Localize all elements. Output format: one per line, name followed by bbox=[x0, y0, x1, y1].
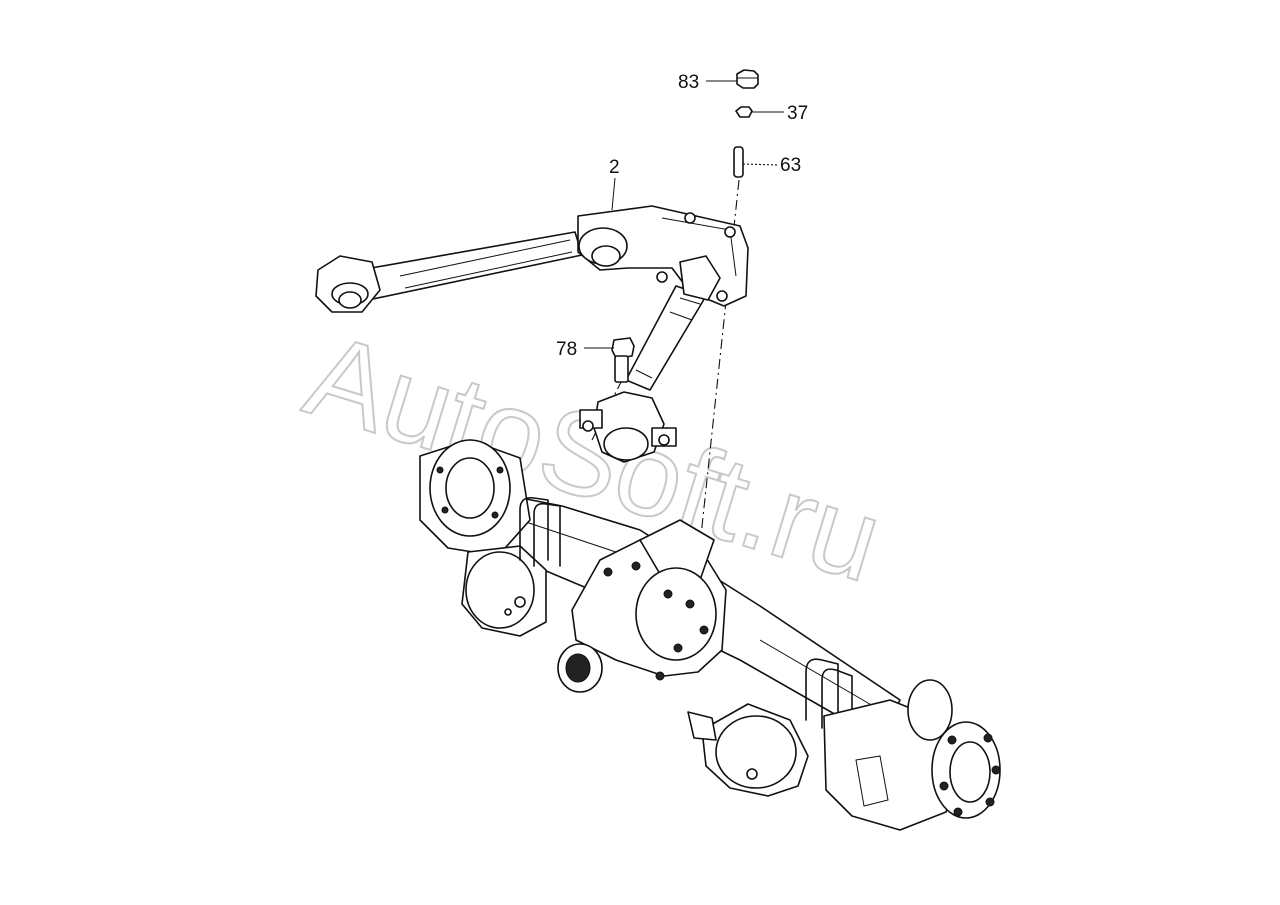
part-63-pin[interactable] bbox=[733, 146, 744, 178]
callout-2: 2 bbox=[609, 157, 620, 178]
part-83-nut[interactable] bbox=[736, 69, 759, 89]
callout-37: 37 bbox=[787, 103, 808, 124]
callout-78: 78 bbox=[556, 339, 577, 360]
part-2-v-stay-arm[interactable] bbox=[315, 205, 749, 463]
callout-83: 83 bbox=[678, 72, 699, 93]
leader-2 bbox=[611, 177, 616, 211]
part-37-washer[interactable] bbox=[735, 106, 753, 118]
part-78-bolt[interactable] bbox=[611, 337, 635, 383]
drive-axle-assembly[interactable] bbox=[419, 439, 1001, 831]
callout-63: 63 bbox=[780, 155, 801, 176]
leader-63 bbox=[742, 163, 779, 166]
